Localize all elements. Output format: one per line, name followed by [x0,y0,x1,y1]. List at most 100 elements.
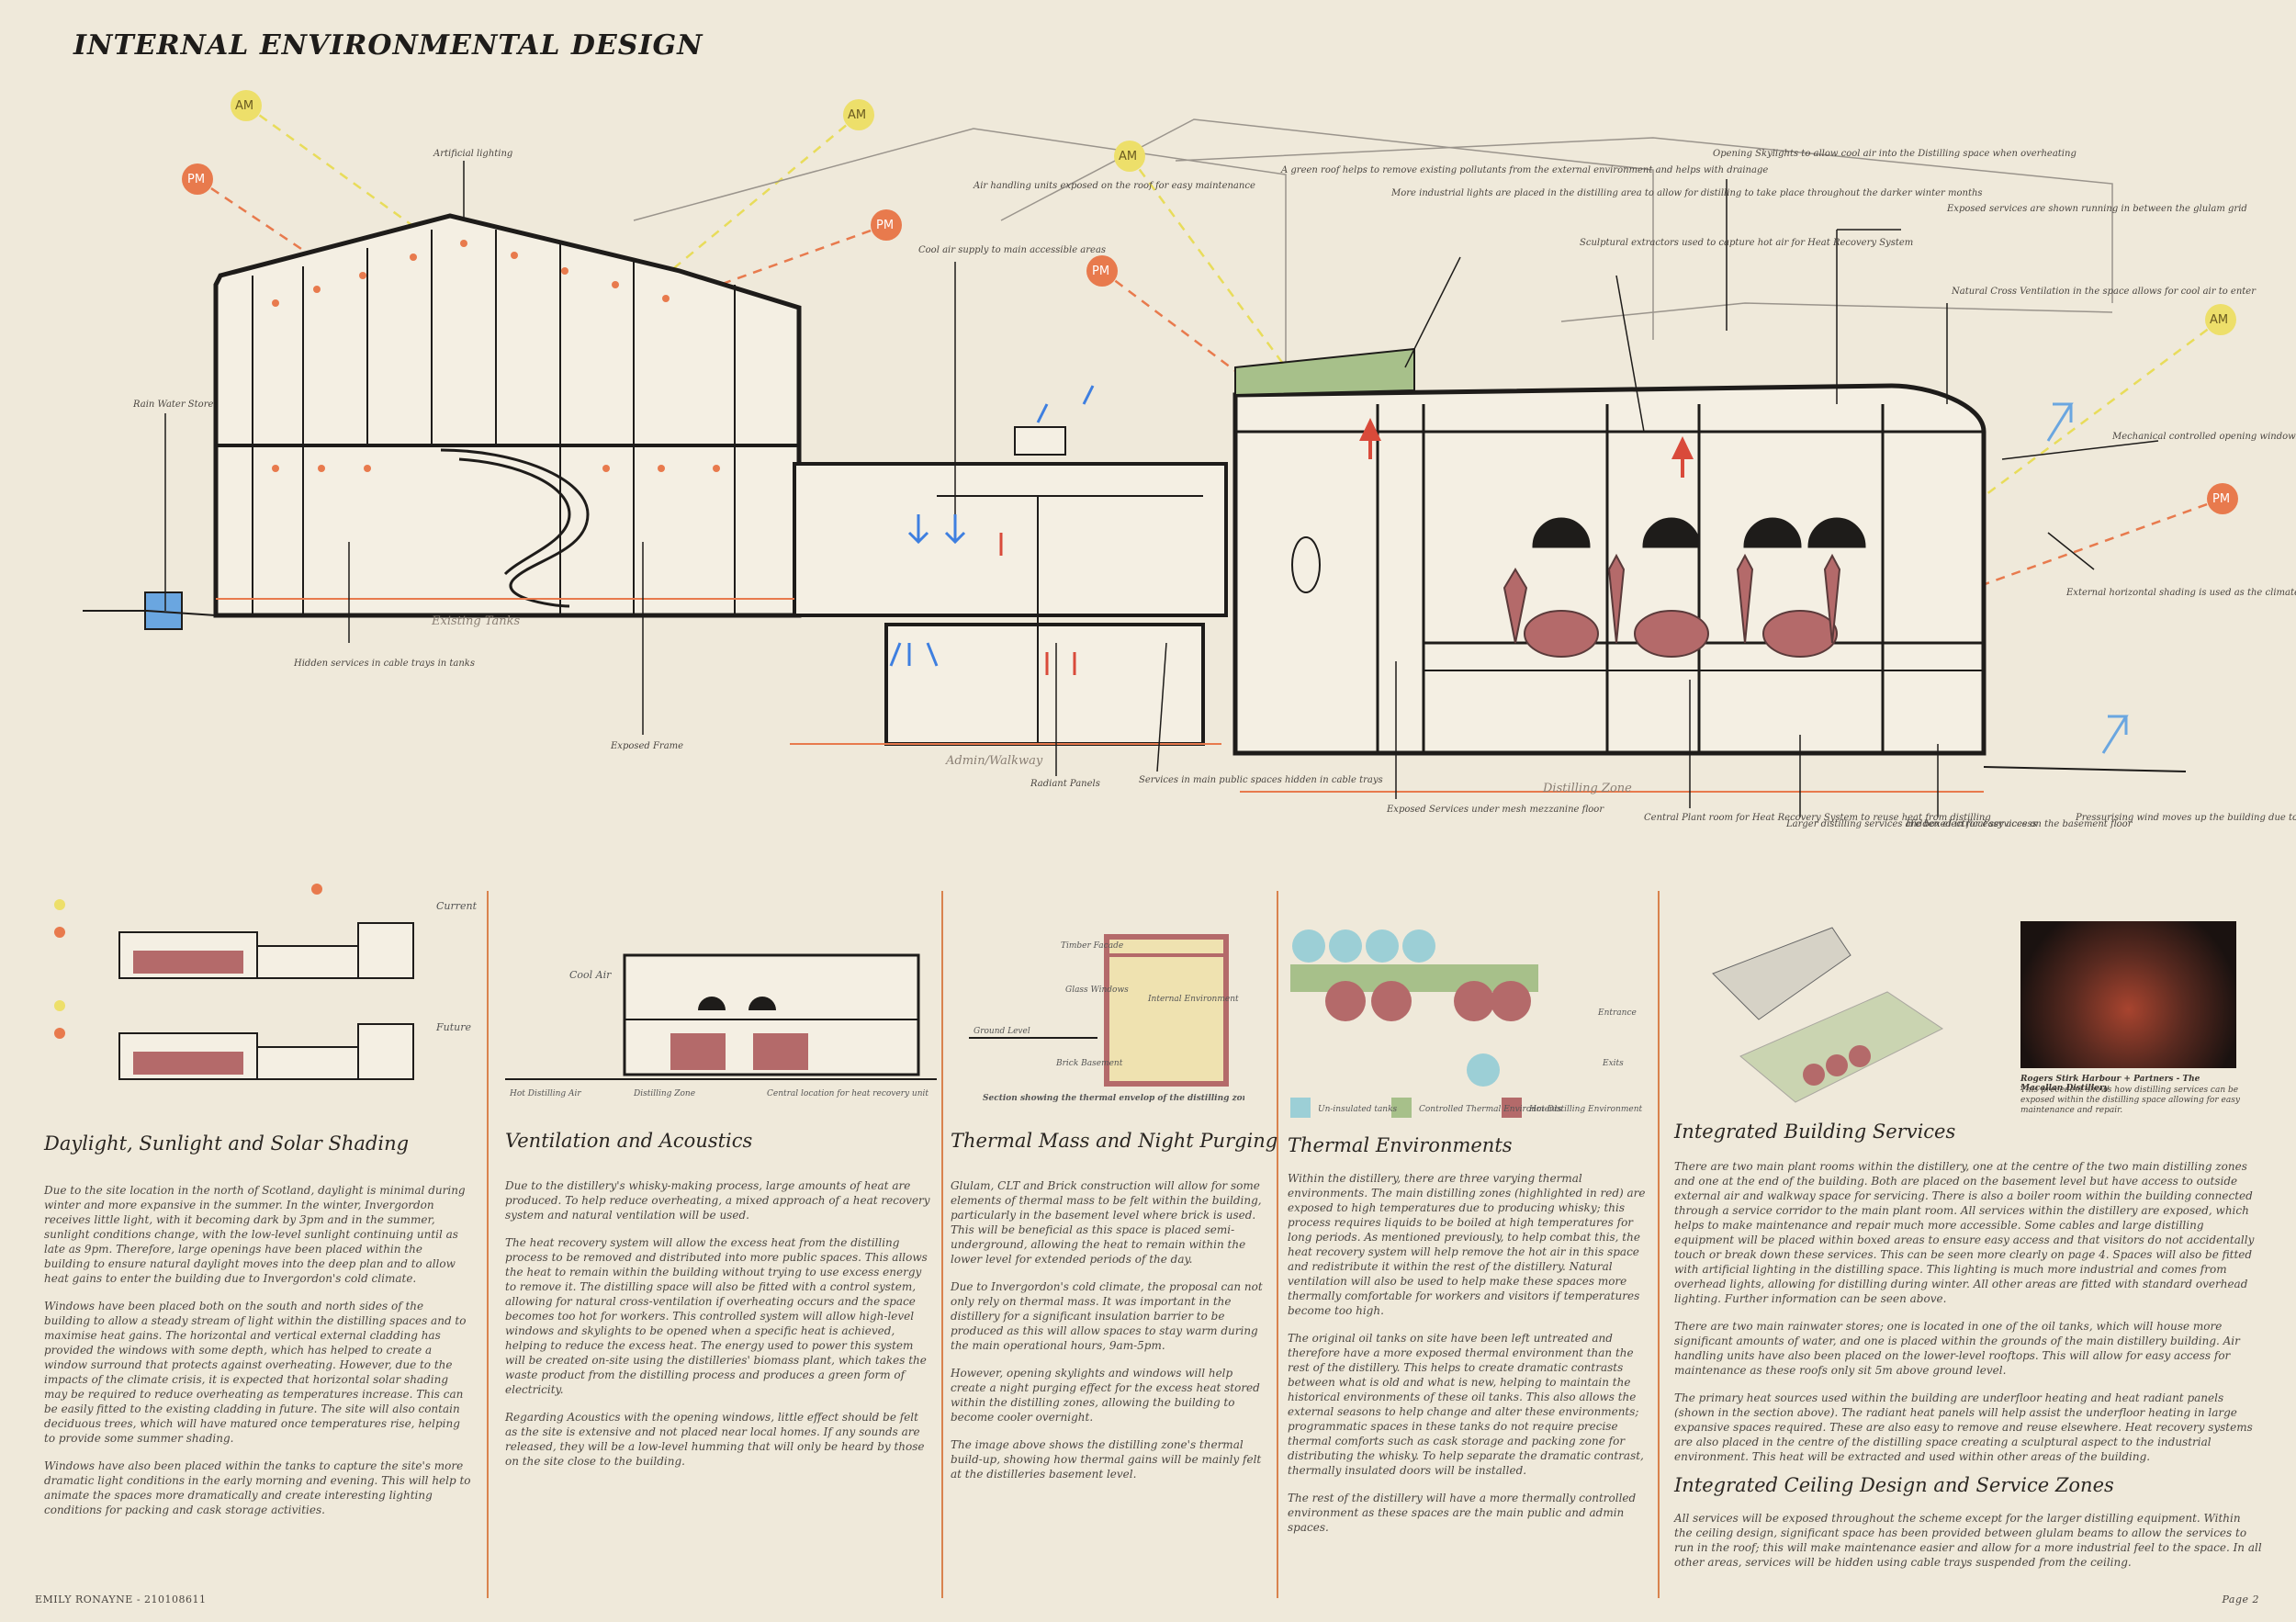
body-ventilation: Due to the distillery's whisky-making pr… [505,1178,932,1481]
diagram-label-internal: Internal Environment [1147,995,1239,1004]
diagram-label-hot-air: Hot Distilling Air [509,1089,581,1098]
diagram-label-ground: Ground Level [974,1027,1030,1036]
diagram-label-exits: Exits [1602,1059,1624,1068]
svg-text:PM: PM [876,219,894,232]
ventilation-diagram: Cool Air Hot Distilling Air Distilling Z… [505,953,937,1098]
body-ceiling-design: All services will be exposed throughout … [1674,1511,2262,1583]
svg-text:AM: AM [2210,313,2228,327]
label-hidden-electrical: Hidden electrical services on the baseme… [1905,819,2133,829]
svg-text:PM: PM [2212,492,2230,506]
paragraph: Glulam, CLT and Brick construction will … [951,1179,1262,1266]
label-pressurising-wind: Pressurising wind moves up the building … [2075,813,2296,823]
paragraph: There are two main rainwater stores; one… [1674,1320,2240,1377]
paragraph: All services will be exposed throughout … [1674,1512,2262,1569]
round-window [1291,536,1321,593]
sun-am-1: AM [231,90,262,121]
svg-text:PM: PM [187,173,205,186]
precedent-caption-text: This precedent shows how distilling serv… [2020,1086,2240,1115]
legend-controlled: Controlled Thermal Environments [1419,1105,1562,1114]
daylight-diagrams: Current Future [54,884,478,1080]
label-radiant-panels: Radiant Panels [1030,779,1100,789]
hot-air-arrows-distilling [1359,418,1694,478]
diagram-label-future: Future [435,1021,471,1033]
paragraph: The original oil tanks on site have been… [1288,1332,1644,1477]
body-thermal-mass: Glulam, CLT and Brick construction will … [951,1178,1267,1494]
label-hidden-services: Hidden services in cable trays in tanks [293,659,475,669]
column-divider-4 [1658,891,1660,1598]
green-roof [1234,347,1415,397]
diagram-label-brick: Brick Basement [1055,1059,1123,1068]
distilling-zone-label: Distilling Zone [1542,782,1632,795]
column-divider-3 [1277,891,1278,1598]
paragraph: There are two main plant rooms within th… [1674,1160,2255,1305]
body-daylight: Due to the site location in the north of… [44,1183,471,1530]
svg-text:AM: AM [1119,150,1137,163]
paragraph: Windows have been placed both on the sou… [44,1300,467,1445]
spiral-stair [440,448,590,608]
body-building-services: There are two main plant rooms within th… [1674,1159,2262,1477]
column-divider-2 [941,891,943,1598]
background-tanks [633,118,2113,386]
page-title: INTERNAL ENVIRONMENTAL DESIGN [73,29,703,62]
heading-thermal-environments: Thermal Environments [1288,1134,1513,1156]
wind-arrows [2046,402,2129,754]
heading-daylight: Daylight, Sunlight and Solar Shading [44,1132,410,1155]
sun-am-3: AM [1114,141,1145,172]
footer-page-number: Page 2 [2222,1594,2259,1605]
existing-tanks-label: Existing Tanks [431,614,521,628]
artificial-light-fittings [272,240,720,472]
paragraph: Regarding Acoustics with the opening win… [505,1411,925,1468]
building-services-plan [1712,927,1943,1103]
paragraph: Due to the site location in the north of… [44,1184,466,1285]
diagram-label-entrance: Entrance [1597,1008,1637,1018]
diagram-label-timber: Timber Facade [1061,941,1123,951]
label-cool-air-supply: Cool air supply to main accessible areas [918,245,1106,255]
heading-thermal-mass: Thermal Mass and Night Purging [951,1130,1278,1152]
precedent-photo [2020,921,2236,1068]
ground-lines [83,610,2187,772]
label-opening-skylights: Opening Skylights to allow cool air into… [1713,149,2077,159]
sun-pm-4: PM [2207,483,2238,514]
label-artificial-lighting: Artificial lighting [433,149,512,159]
body-thermal-environments: Within the distillery, there are three v… [1288,1171,1650,1548]
label-exposed-frame: Exposed Frame [610,741,683,751]
label-larger-distilling-services: Larger distilling services are boxed in … [1785,819,2037,829]
heat-extractor-hoods [1532,517,1866,548]
label-green-roof: A green roof helps to remove existing po… [1280,165,1768,175]
label-natural-cross-ventilation: Natural Cross Ventilation in the space a… [1951,287,2257,297]
paragraph: The image above shows the distilling zon… [951,1438,1262,1481]
label-air-handling: Air handling units exposed on the roof f… [973,181,1255,191]
paragraph: However, opening skylights and windows w… [951,1367,1260,1424]
diagram-label-cool-air: Cool Air [569,969,612,981]
building-section-drawing: Existing Tanks Admin/Walkway Distilling … [83,90,2296,829]
label-exposed-services: Exposed services are shown running in be… [1946,204,2247,214]
footer-author: EMILY RONAYNE - 210108611 [35,1594,207,1605]
admin-walkway-label: Admin/Walkway [945,754,1043,768]
label-industrial-lights: More industrial lights are placed in the… [1390,188,1983,198]
paragraph: The primary heat sources used within the… [1674,1391,2253,1463]
sun-pm-3: PM [1086,255,1118,287]
admin-walkway-block [793,426,1228,746]
paragraph: The rest of the distillery will have a m… [1288,1492,1637,1534]
heading-ceiling-design: Integrated Ceiling Design and Service Zo… [1674,1474,2114,1496]
label-services-main-public: Services in main public spaces hidden in… [1139,775,1383,785]
thermal-mass-diagram: Timber Facade Glass Windows Internal Env… [969,934,1244,1103]
label-mechanical-windows: Mechanical controlled opening windows [2111,432,2296,442]
sun-am-2: AM [843,99,874,130]
label-sculptural-extractors: Sculptural extractors used to capture ho… [1580,238,1913,248]
legend-hot: Hot Distilling Environment [1528,1105,1643,1114]
label-external-shading: External horizontal shading is used as t… [2065,588,2296,598]
column-divider-1 [487,891,489,1598]
copper-stills [1503,553,1841,658]
label-rain-water-store: Rain Water Store [132,400,213,410]
svg-text:AM: AM [235,99,253,113]
annotation-leaders [164,161,2159,817]
tank-building-left [213,213,802,618]
cool-air-arrows [889,385,1095,667]
label-exposed-services-mesh: Exposed Services under mesh mezzanine fl… [1386,805,1604,815]
sun-pm-1: PM [182,163,213,195]
paragraph: Due to the distillery's whisky-making pr… [505,1179,930,1222]
heading-building-services: Integrated Building Services [1674,1121,1956,1143]
svg-text:AM: AM [848,108,866,122]
sun-am-4: AM [2205,304,2236,335]
